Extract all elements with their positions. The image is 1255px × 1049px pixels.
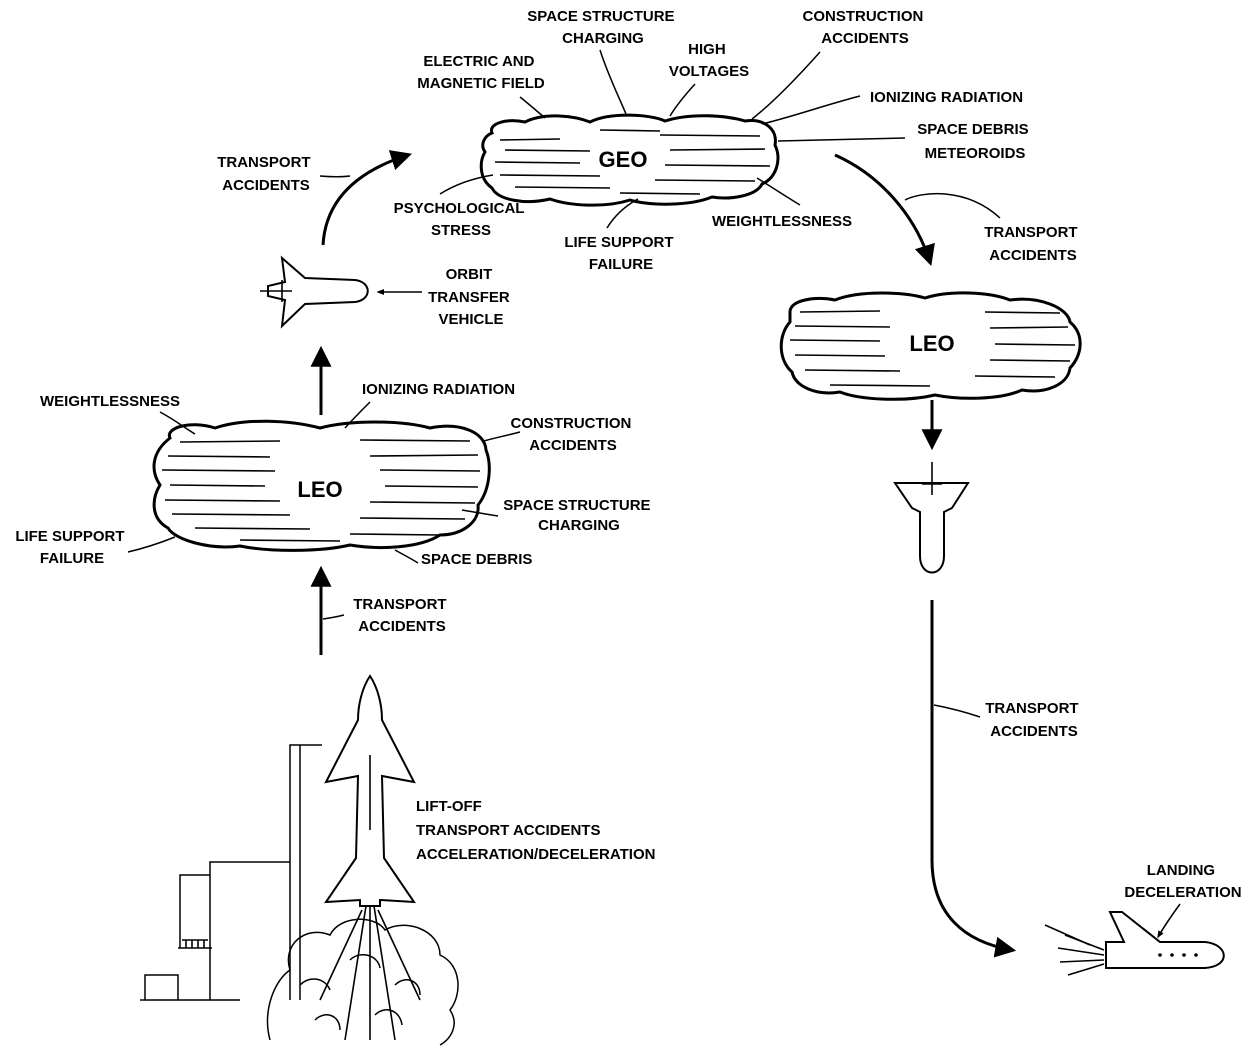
geo-cloud: GEO: [479, 113, 780, 207]
transfer-to-geo-label: TRANSPORT ACCIDENTS: [217, 154, 315, 194]
leo-hazard-construction-accidents: CONSTRUCTION ACCIDENTS: [511, 415, 636, 454]
otv-label: ORBIT TRANSFER VEHICLE: [428, 266, 514, 328]
geo-hazard-space-debris-meteoroids: SPACE DEBRIS METEOROIDS: [917, 121, 1033, 162]
launch-rocket: [324, 674, 416, 907]
geo-hazard-psychological-stress: PSYCHOLOGICAL STRESS: [394, 200, 529, 239]
geo-label: GEO: [599, 147, 648, 172]
geo-cloud-hatching: [494, 129, 771, 195]
return-vehicle: [893, 462, 970, 574]
geo-hazard-electric-magnetic-field: ELECTRIC AND MAGNETIC FIELD: [417, 53, 545, 92]
geo-hazard-high-voltages: HIGH VOLTAGES: [669, 41, 749, 80]
leo-left-hazards: WEIGHTLESSNESS IONIZING RADIATION CONSTR…: [15, 381, 654, 568]
geo-hazard-space-structure-charging: SPACE STRUCTURE CHARGING: [527, 8, 678, 47]
leo-left-cloud: LEO: [152, 419, 491, 552]
leo-right-label: LEO: [909, 331, 954, 356]
geo-hazard-ionizing-radiation: IONIZING RADIATION: [870, 89, 1023, 106]
landing-shuttle: LANDING DECELERATION: [1044, 862, 1242, 976]
leo-right-cloud-hatching: [789, 310, 1076, 387]
landing-label: LANDING DECELERATION: [1124, 862, 1241, 901]
leo-right-cloud: LEO: [779, 291, 1082, 401]
return-from-geo-label: TRANSPORT ACCIDENTS: [984, 224, 1082, 264]
leo-left-label: LEO: [297, 477, 342, 502]
geo-hazards: SPACE STRUCTURE CHARGING HIGH VOLTAGES C…: [394, 8, 1033, 273]
arrow-leo-to-geo: [321, 150, 413, 246]
leo-hazard-space-debris: SPACE DEBRIS: [421, 551, 532, 568]
orbit-transfer-vehicle: ORBIT TRANSFER VEHICLE: [260, 255, 514, 329]
launch-exhaust: [266, 905, 459, 1046]
leo-hazard-space-structure-charging: SPACE STRUCTURE CHARGING: [503, 497, 654, 534]
arrow-descent: [930, 600, 1017, 958]
flow-labels: TRANSPORT ACCIDENTS TRANSPORT ACCIDENTS …: [217, 154, 1083, 740]
landing-exhaust: [1044, 924, 1105, 976]
liftoff-label: LIFT-OFF TRANSPORT ACCIDENTS ACCELERATIO…: [416, 798, 655, 863]
geo-hazard-weightlessness: WEIGHTLESSNESS: [712, 213, 852, 230]
geo-hazard-life-support-failure: LIFE SUPPORT FAILURE: [564, 234, 677, 273]
leo-hazard-weightlessness: WEIGHTLESSNESS: [40, 393, 180, 410]
descent-label: TRANSPORT ACCIDENTS: [985, 700, 1083, 740]
ascent-to-leo-label: TRANSPORT ACCIDENTS: [353, 596, 451, 635]
leo-left-cloud-hatching: [161, 439, 481, 542]
geo-hazard-construction-accidents: CONSTRUCTION ACCIDENTS: [803, 8, 928, 47]
leo-hazard-ionizing-radiation: IONIZING RADIATION: [362, 381, 515, 398]
launch-tower: [140, 744, 322, 1001]
arrow-geo-to-leo: [834, 153, 935, 267]
leo-hazard-life-support-failure: LIFE SUPPORT FAILURE: [15, 528, 128, 567]
flow-arrows: [310, 150, 1017, 958]
